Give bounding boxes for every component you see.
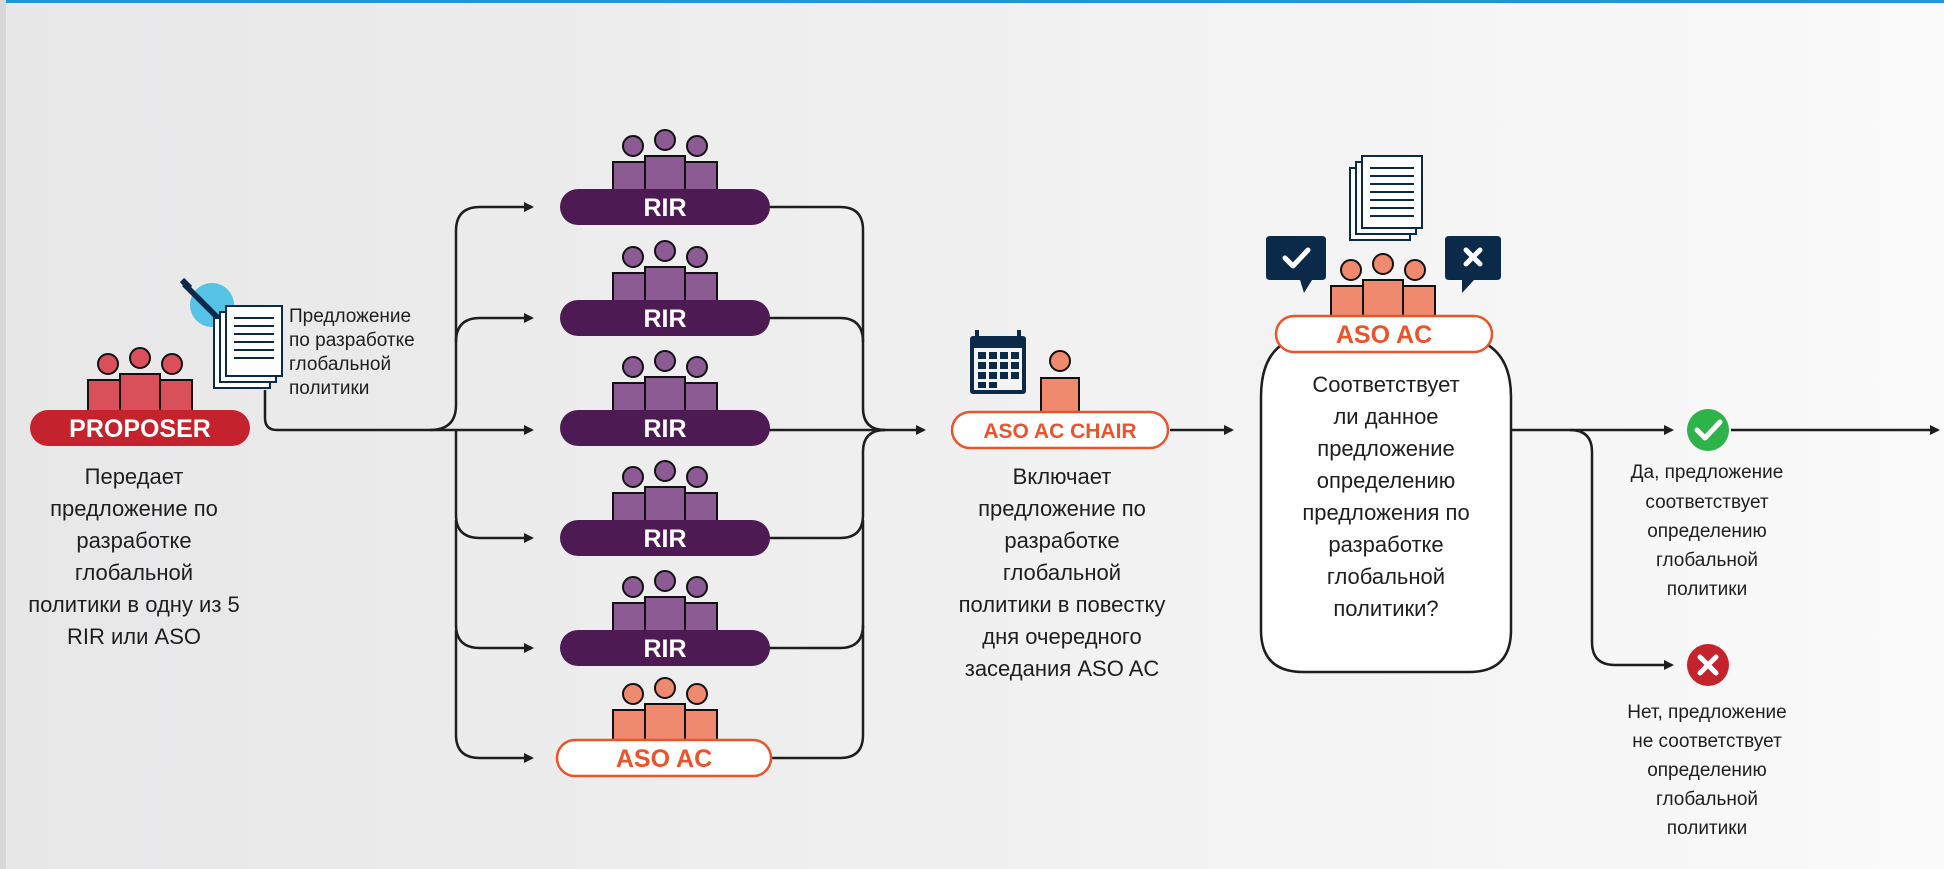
recipient-rir-4: RIR <box>560 460 770 556</box>
check-circle-icon <box>1687 409 1729 451</box>
document-note: Предложение по разработке глобальной пол… <box>289 306 415 399</box>
chair-label: ASO AC CHAIR <box>983 420 1136 443</box>
cross-circle-icon <box>1687 644 1729 686</box>
question-line: Соответствует <box>1312 372 1459 397</box>
chair-description: Включает предложение по разработке глоба… <box>959 464 1166 681</box>
rir-group-icon <box>612 240 718 306</box>
proposer-desc-line: разработке <box>76 528 191 553</box>
left-border <box>0 0 6 869</box>
recipient-rir-3: RIR <box>560 350 770 446</box>
proposer-label: PROPOSER <box>69 415 211 443</box>
review-badge <box>1274 314 1494 354</box>
proposer-desc-line: глобальной <box>75 560 193 585</box>
chair-desc-line: заседания ASO AC <box>965 656 1160 681</box>
rir-badge <box>560 410 770 446</box>
outcome-no-line: политики <box>1667 818 1747 839</box>
outcome-no-line: определению <box>1647 760 1767 781</box>
outcome-yes-line: соответствует <box>1645 492 1769 513</box>
recipient-aso-ac: ASO AC <box>555 677 773 778</box>
question-line: глобальной <box>1327 564 1445 589</box>
aso-ac-group-icon <box>1330 253 1436 319</box>
rir-label: RIR <box>643 194 686 222</box>
outcome-yes-line: политики <box>1667 579 1747 600</box>
fan-out-arrow-1 <box>429 202 534 432</box>
rir-group-icon <box>612 570 718 636</box>
chair-desc-line: предложение по <box>978 496 1146 521</box>
question-line: разработке <box>1328 532 1443 557</box>
rir-badge <box>560 189 770 225</box>
proposer-desc-line: RIR или ASO <box>67 624 201 649</box>
question-box <box>1259 334 1513 674</box>
proposer-desc-line: политики в одну из 5 <box>28 592 240 617</box>
document-stack-icon <box>1349 155 1423 241</box>
question-line: определению <box>1317 468 1456 493</box>
chair-desc-line: политики в повестку <box>959 592 1166 617</box>
rir-label: RIR <box>643 635 686 663</box>
aso-ac-group-icon <box>612 677 718 743</box>
question-line: политики? <box>1333 596 1438 621</box>
proposer-badge <box>30 410 250 446</box>
proposer-connector <box>263 390 430 432</box>
rir-badge <box>560 300 770 336</box>
review-to-no-arrow <box>1569 428 1674 670</box>
rir-group-icon <box>612 129 718 195</box>
rir-group-icon <box>612 350 718 416</box>
outcome-yes-line: глобальной <box>1656 550 1758 571</box>
document-note-line: по разработке <box>289 330 415 351</box>
recipient-rir-1: RIR <box>560 129 770 225</box>
review-label: ASO AC <box>1336 321 1432 349</box>
document-stack-icon <box>213 305 283 389</box>
question-line: предложения по <box>1302 500 1469 525</box>
question-line: ли данное <box>1333 404 1438 429</box>
rir-group-icon <box>612 460 718 526</box>
fan-in-line-6 <box>768 625 865 760</box>
connectors <box>263 202 1940 763</box>
outcome-no-line: глобальной <box>1656 789 1758 810</box>
fan-in-line-1 <box>764 205 886 432</box>
chair-badge <box>950 410 1170 450</box>
fan-out-arrow-2 <box>454 313 534 343</box>
chair-desc-line: Включает <box>1013 464 1112 489</box>
aso-ac-badge <box>555 738 773 778</box>
outcome-no-line: не соответствует <box>1632 731 1782 752</box>
fan-in-line-4 <box>764 428 886 540</box>
rir-label: RIR <box>643 525 686 553</box>
outcome-yes-line: Да, предложение <box>1631 462 1784 483</box>
question-line: предложение <box>1317 436 1454 461</box>
proposer-group-icon <box>87 347 193 415</box>
fan-in-line-2 <box>764 316 865 343</box>
chair-person-icon <box>1040 350 1080 415</box>
chair-desc-line: глобальной <box>1003 560 1121 585</box>
recipient-rir-2: RIR <box>560 240 770 336</box>
document-note-line: глобальной <box>289 354 391 375</box>
proposer-desc-line: Передает <box>85 464 184 489</box>
approve-bubble-icon <box>1266 236 1326 293</box>
fan-out-arrow-5 <box>454 520 534 653</box>
rir-badge <box>560 520 770 556</box>
chair-desc-line: дня очередного <box>982 624 1141 649</box>
recipient-rir-5: RIR <box>560 570 770 666</box>
rir-label: RIR <box>643 305 686 333</box>
chair-desc-line: разработке <box>1004 528 1119 553</box>
rir-badge <box>560 630 770 666</box>
reject-bubble-icon <box>1445 236 1501 293</box>
outcome-no-text: Нет, предложение не соответствует опреде… <box>1627 702 1787 839</box>
document-note-line: политики <box>289 378 369 399</box>
document-note-line: Предложение <box>289 306 411 327</box>
calendar-icon <box>970 330 1026 394</box>
top-accent-border <box>0 0 1944 3</box>
proposer-description: Передает предложение по разработке глоба… <box>28 464 240 649</box>
outcome-no-line: Нет, предложение <box>1627 702 1787 723</box>
rir-label: RIR <box>643 415 686 443</box>
outcome-yes-line: определению <box>1647 521 1767 542</box>
review-question: Соответствует ли данное предложение опре… <box>1302 372 1469 621</box>
aso-ac-label: ASO AC <box>616 745 712 773</box>
proposer-desc-line: предложение по <box>50 496 218 521</box>
fan-out-arrow-4 <box>454 430 534 543</box>
outcome-yes-text: Да, предложение соответствует определени… <box>1631 462 1784 600</box>
fan-out-arrow-6 <box>454 630 534 763</box>
